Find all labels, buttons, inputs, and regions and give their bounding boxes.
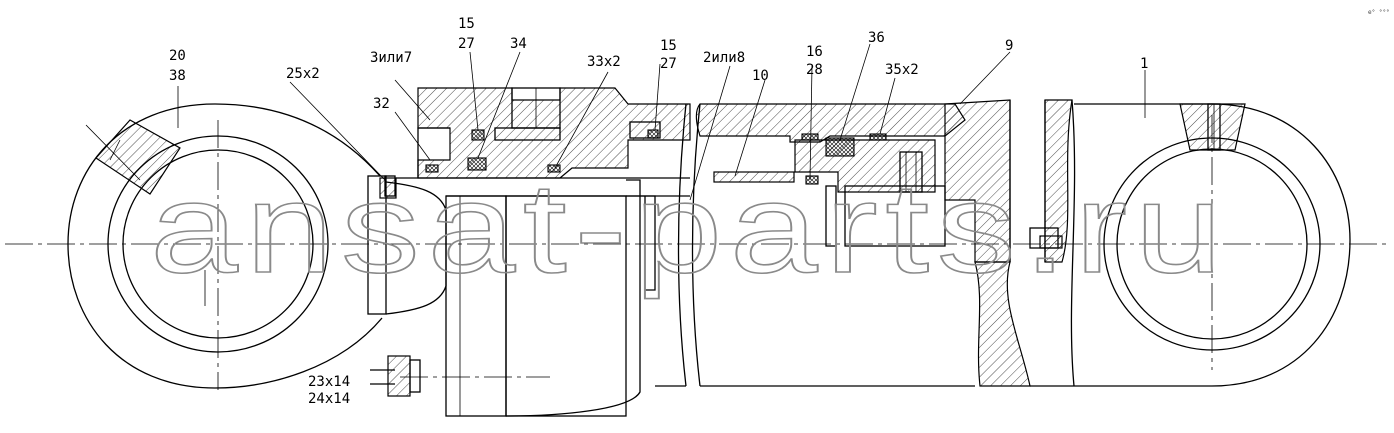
callout-35x2: 35x2 [885,62,919,78]
piston [713,133,946,247]
callout-16: 16 [806,44,823,60]
callout-15-a: 15 [458,16,475,32]
corner-mark: e° °°° [1368,9,1390,16]
callout-9: 9 [1005,38,1013,54]
callout-32: 32 [373,96,390,112]
callout-25x2: 25x2 [286,66,320,82]
callout-27-a: 27 [458,36,475,52]
left-rod-eye [67,103,383,389]
callout-20: 20 [169,48,186,64]
rod-guide [367,175,447,315]
callout-38: 38 [169,68,186,84]
callout-15-b: 15 [660,38,677,54]
callout-10: 10 [752,68,769,84]
callout-28: 28 [806,62,823,78]
piston-rod [396,177,690,417]
callout-23x14: 23x14 [308,374,350,390]
right-base-eye [1074,103,1351,387]
callout-labels: 20 38 25x2 3или7 15 27 34 32 33x2 15 27 … [169,9,1390,407]
callout-24x14: 24x14 [308,391,350,407]
callout-27-b: 27 [660,56,677,72]
cylinder-tube [655,103,975,387]
callout-1: 1 [1140,56,1148,72]
watermark: ansat-parts.ru [150,157,1230,300]
cylinder-head [417,87,691,179]
cylinder-end-cap [944,99,1076,387]
callout-34: 34 [510,36,527,52]
callout-2or8: 2или8 [703,50,745,66]
flange-bolt [370,355,421,397]
callout-33x2: 33x2 [587,54,621,70]
callout-36: 36 [868,30,885,46]
callout-3or7: 3или7 [370,50,412,66]
leader-lines [177,43,1146,201]
